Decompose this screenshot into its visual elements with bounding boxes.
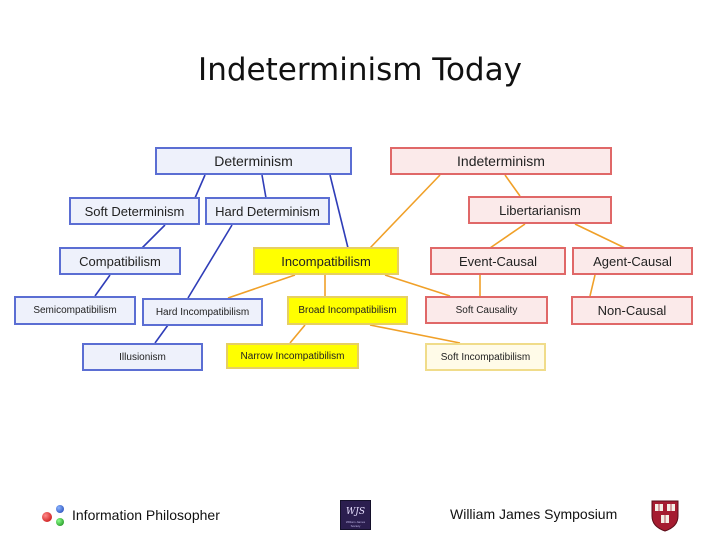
node-hard-determinism: Hard Determinism: [205, 197, 330, 225]
connector-indeterminism-libertarianism: [504, 174, 521, 197]
node-compatibilism: Compatibilism: [59, 247, 181, 275]
node-soft-determinism: Soft Determinism: [69, 197, 200, 225]
connector-hard-determinism-hard-incompatibilism: [187, 224, 233, 299]
node-narrow-incompatibilism: Narrow Incompatibilism: [226, 343, 359, 369]
connector-hard-incompatibilism-illusionism: [154, 324, 169, 344]
connector-indeterminism-incompatibilism: [369, 174, 441, 249]
william-james-society-logo: WJS William James Society: [340, 500, 371, 530]
connector-determinism-incompatibilism: [329, 174, 349, 249]
connector-libertarianism-agent-causal: [574, 223, 626, 249]
node-soft-causality: Soft Causality: [425, 296, 548, 324]
footer-william-james-symposium: William James Symposium: [450, 506, 618, 522]
node-illusionism: Illusionism: [82, 343, 203, 371]
connector-broad-incompatibilism-soft-incompatibilism: [369, 324, 461, 344]
node-indeterminism: Indeterminism: [390, 147, 612, 175]
connector-incompatibilism-soft-causality: [384, 274, 451, 297]
node-broad-incompatibilism: Broad Incompatibilism: [287, 296, 408, 325]
slide-title: Indeterminism Today: [198, 52, 522, 88]
harvard-shield-icon: [651, 500, 679, 532]
node-event-causal: Event-Causal: [430, 247, 566, 275]
connector-determinism-hard-determinism: [261, 174, 267, 199]
connector-soft-determinism-compatibilism: [141, 224, 166, 249]
node-incompatibilism: Incompatibilism: [253, 247, 399, 275]
connector-compatibilism-semicompatibilism: [94, 274, 111, 297]
connector-incompatibilism-hard-incompatibilism: [227, 274, 296, 299]
node-hard-incompatibilism: Hard Incompatibilism: [142, 298, 263, 326]
logo-monogram: WJS: [345, 507, 366, 517]
connector-broad-incompatibilism-narrow-incompatibilism: [289, 324, 306, 344]
footer-information-philosopher: Information Philosopher: [72, 507, 220, 523]
node-soft-incompatibilism: Soft Incompatibilism: [425, 343, 546, 371]
node-agent-causal: Agent-Causal: [572, 247, 693, 275]
node-libertarianism: Libertarianism: [468, 196, 612, 224]
node-non-causal: Non-Causal: [571, 296, 693, 325]
connector-determinism-soft-determinism: [194, 174, 206, 199]
node-determinism: Determinism: [155, 147, 352, 175]
node-semicompatibilism: Semicompatibilism: [14, 296, 136, 325]
connector-libertarianism-event-causal: [489, 223, 526, 249]
logo-caption: William James Society: [345, 520, 366, 528]
connector-agent-causal-non-causal: [589, 274, 596, 297]
